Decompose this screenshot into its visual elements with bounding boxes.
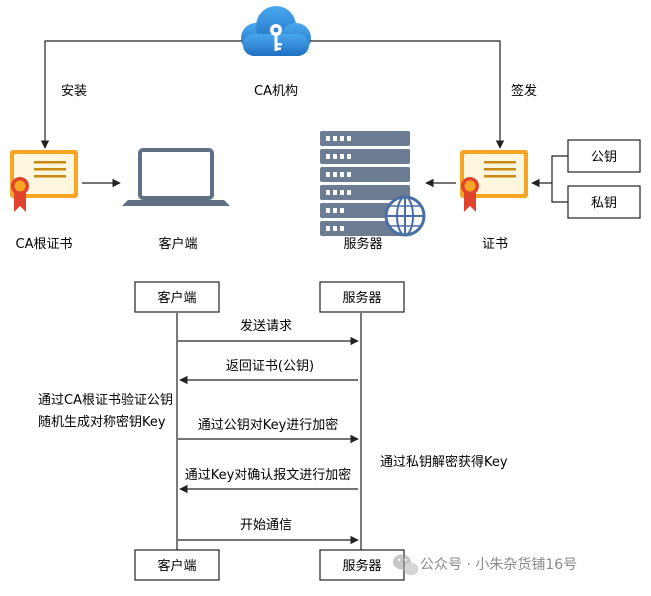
client-bottom-box — [134, 549, 220, 581]
cert-label: 证书 — [482, 237, 508, 252]
client-note-line1: 通过CA根证书验证公钥 — [38, 392, 173, 408]
client-top-box — [134, 281, 220, 313]
message-label-encrypt-key: 通过公钥对Key进行加密 — [198, 417, 339, 433]
install-connector — [40, 40, 242, 149]
server-icon — [320, 131, 410, 236]
ca-root-certificate-icon — [10, 150, 78, 212]
ca-root-cert-label: CA根证书 — [16, 237, 73, 252]
server-top-label: 服务器 — [342, 290, 381, 306]
message-label-send-request: 发送请求 — [240, 318, 292, 334]
install-label: 安装 — [61, 84, 87, 99]
private-key-box — [567, 185, 641, 219]
client-top-label: 客户端 — [157, 290, 196, 306]
issue-connector — [310, 40, 505, 149]
certificate-icon — [460, 150, 528, 212]
ca-label: CA机构 — [254, 84, 298, 99]
message-label-return-cert: 返回证书(公钥) — [226, 359, 314, 374]
server-bottom-box — [319, 549, 405, 581]
client-bottom-label: 客户端 — [157, 558, 196, 574]
issue-label: 签发 — [511, 83, 537, 99]
globe-icon — [384, 195, 426, 237]
client-label: 客户端 — [158, 236, 197, 252]
public-key-label: 公钥 — [591, 150, 617, 165]
server-top-box — [319, 281, 405, 313]
server-label: 服务器 — [343, 236, 382, 252]
server-bottom-label: 服务器 — [342, 558, 381, 574]
client-note-line2: 随机生成对称密钥Key — [38, 414, 166, 430]
public-key-box — [567, 139, 641, 173]
laptop-icon — [122, 148, 230, 206]
wechat-icon — [393, 554, 419, 576]
message-label-encrypt-ack: 通过Key对确认报文进行加密 — [185, 467, 352, 483]
ca-cloud-icon — [241, 6, 311, 56]
server-note: 通过私钥解密获得Key — [380, 454, 508, 470]
message-label-start-comm: 开始通信 — [240, 518, 292, 533]
private-key-label: 私钥 — [591, 196, 617, 211]
watermark-text: 公众号 · 小朱杂货铺16号 — [420, 556, 577, 573]
key-bracket — [551, 155, 568, 203]
